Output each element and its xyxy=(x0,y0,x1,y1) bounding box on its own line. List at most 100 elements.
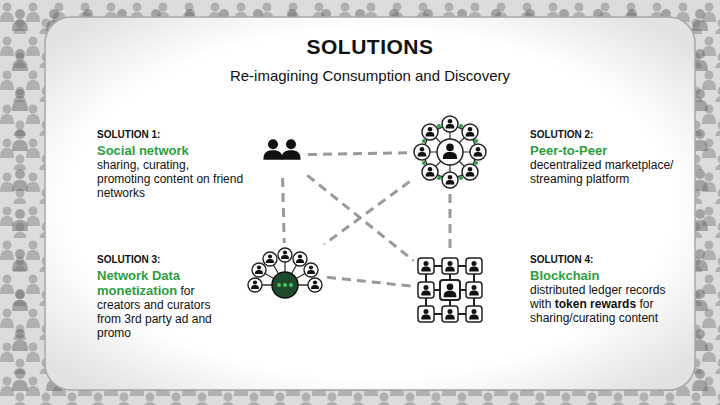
monetization-hub-icon-part-part xyxy=(281,250,289,259)
solution-description: sharing, curating, promoting content on … xyxy=(97,158,245,200)
monetization-hub-icon-part-part xyxy=(277,283,281,287)
peer-network-icon-part-part xyxy=(437,176,441,180)
peer-network-icon-part-part xyxy=(462,124,478,140)
monetization-hub-icon-part-part xyxy=(248,278,262,292)
monetization-hub-icon-part-part xyxy=(263,252,277,266)
peer-network-icon-part xyxy=(418,119,483,184)
monetization-hub-icon-part-part xyxy=(255,265,263,274)
peer-network-icon-part-part xyxy=(422,124,438,140)
peer-network-icon-part-part xyxy=(462,164,478,180)
people-icon-part xyxy=(263,139,282,160)
peer-network-icon-part-part xyxy=(422,139,426,143)
blockchain-icon-part-part xyxy=(418,258,434,274)
solution-icon-node: SOLUTION 2:Peer-to-Peerdecentralized mar… xyxy=(412,113,488,191)
monetization-hub-icon-part-part xyxy=(293,252,307,266)
peer-network-icon-part-part xyxy=(474,147,483,156)
monetization-hub-icon-part-part xyxy=(308,278,322,292)
solution-number: SOLUTION 4: xyxy=(530,253,680,266)
dashed-connector xyxy=(324,182,409,245)
peer-network-icon-part-part xyxy=(437,124,441,128)
solution-paragraph: distributed ledger records withtoken rew… xyxy=(530,283,680,325)
monetization-hub-icon-part-part xyxy=(304,263,318,277)
solution-name: Social network xyxy=(97,143,245,158)
blockchain-icon-part xyxy=(418,258,482,322)
blockchain-icon-part-part xyxy=(466,258,482,274)
peer-network-icon-part-part xyxy=(446,175,455,184)
blockchain-icon-part xyxy=(421,261,479,319)
dashed-connector xyxy=(307,175,413,260)
peer-network-icon xyxy=(414,116,486,188)
monetization-hub-icon-part-part xyxy=(289,283,293,287)
solution-description: token rewards xyxy=(555,297,636,311)
blockchain-icon-part-part xyxy=(421,309,431,319)
monetization-hub-icon-part xyxy=(251,250,319,289)
peer-network-icon-part-part xyxy=(426,167,435,176)
solution-number: SOLUTION 3: xyxy=(97,253,235,266)
monetization-hub-icon-part xyxy=(248,248,322,292)
solution-text: SOLUTION 3: Network Data monetizationfor … xyxy=(97,253,235,340)
peer-network-icon-part-part xyxy=(459,176,463,180)
monetization-hub-icon-part xyxy=(277,283,293,287)
solution-name: Blockchain xyxy=(530,268,680,283)
content-panel xyxy=(45,17,695,390)
blockchain-icon-part-part xyxy=(445,261,455,271)
dashed-connector xyxy=(449,194,452,253)
people-icon xyxy=(263,139,300,160)
monetization-hub-icon-part-part xyxy=(251,280,259,289)
monetization-hub-icon-part-part xyxy=(296,254,304,263)
solution-text: SOLUTION 1: Social networksharing, curati… xyxy=(97,128,245,200)
peer-network-icon-part xyxy=(414,116,486,188)
peer-network-icon-part-part xyxy=(442,172,458,188)
blockchain-icon-part-part xyxy=(445,309,455,319)
blockchain-icon-part-part xyxy=(442,258,458,274)
peer-network-icon-part-part xyxy=(466,127,475,136)
peer-network-icon-part-part xyxy=(426,127,435,136)
monetization-hub-icon-part-part xyxy=(307,265,315,274)
slide-subtitle: Re-imagining Consumption and Discovery xyxy=(45,67,695,84)
blockchain-icon-part-part xyxy=(444,283,457,297)
solution-description: decentralized marketplace/ streaming pla… xyxy=(530,158,680,186)
monetization-hub-icon-part-part xyxy=(266,254,274,263)
solution-name: Peer-to-Peer xyxy=(530,143,680,158)
blockchain-icon-part-part xyxy=(442,306,458,322)
dashed-connector xyxy=(308,153,409,155)
peer-network-icon-part-part xyxy=(470,144,486,160)
solution-paragraph: Network Data monetizationfor creators an… xyxy=(97,268,235,340)
peer-network-icon-part-part xyxy=(459,124,463,128)
blockchain-icon-part-part xyxy=(421,285,431,295)
monetization-hub-icon-part-part xyxy=(311,280,319,289)
peer-network-icon-part-part xyxy=(437,139,463,165)
blockchain-icon-part-part xyxy=(466,282,482,298)
blockchain-icon xyxy=(418,258,482,322)
blockchain-icon-part-part xyxy=(440,280,460,300)
blockchain-icon-part-part xyxy=(418,306,434,322)
peer-network-icon-part-part xyxy=(466,167,475,176)
dashed-connector xyxy=(283,178,285,243)
people-icon-part xyxy=(281,139,300,160)
slide-title: SOLUTIONS xyxy=(45,35,695,59)
solution-number: SOLUTION 2: xyxy=(530,128,680,141)
blockchain-icon-part-part xyxy=(469,309,479,319)
blockchain-icon-part-part xyxy=(469,261,479,271)
solution-number: SOLUTION 1: xyxy=(97,128,245,141)
monetization-hub-icon-part-part xyxy=(278,248,292,262)
blockchain-icon-part-part xyxy=(469,285,479,295)
peer-network-icon-part-part xyxy=(446,119,455,128)
solution-icon-node: SOLUTION 3:Network Data monetizationfor … xyxy=(246,246,324,300)
monetization-hub-icon-part-part xyxy=(252,263,266,277)
peer-network-icon-part-part xyxy=(443,144,457,159)
dashed-connector xyxy=(327,277,413,286)
peer-network-icon-part-part xyxy=(422,161,426,165)
monetization-hub-icon-part xyxy=(272,272,298,298)
peer-network-icon-part-part xyxy=(474,161,478,165)
blockchain-icon-part-part xyxy=(466,306,482,322)
solution-icon-node: SOLUTION 1:Social networksharing, curati… xyxy=(259,135,305,175)
